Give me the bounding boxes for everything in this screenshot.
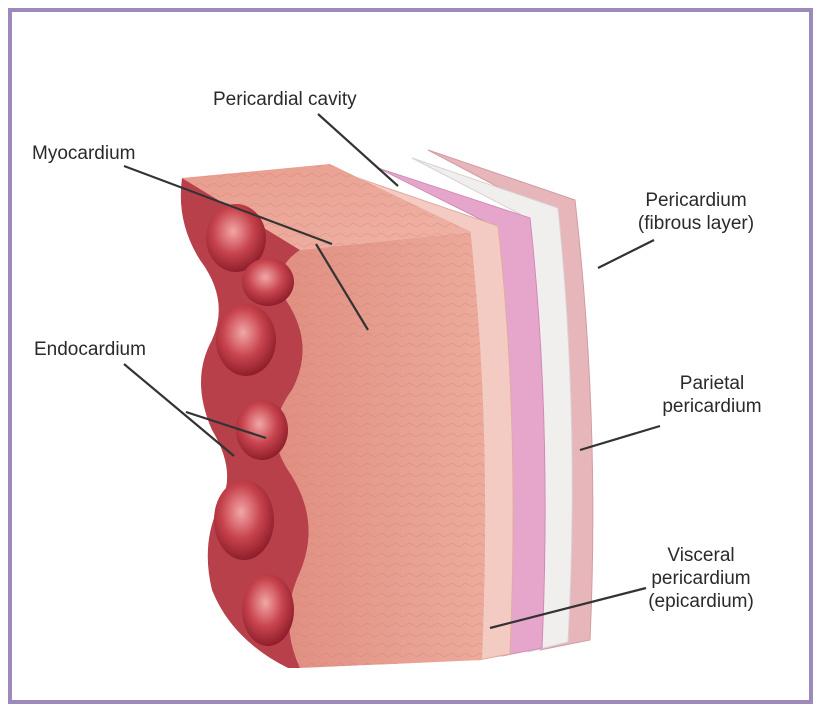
endocardium-bulge-2 (242, 258, 294, 306)
label-visceral-line2: pericardium (626, 567, 776, 590)
endocardium-bulge-5 (214, 480, 274, 560)
label-parietal-line1: Parietal (640, 372, 784, 395)
label-pericardium-line2: (fibrous layer) (616, 212, 776, 235)
endocardium-bulge-6 (242, 574, 294, 646)
label-pericardium-line1: Pericardium (616, 189, 776, 212)
label-pericardium-fibrous: Pericardium (fibrous layer) (616, 189, 776, 235)
label-myocardium: Myocardium (32, 142, 135, 165)
endocardium-bulge-3 (216, 304, 276, 376)
label-parietal-pericardium: Parietal pericardium (640, 372, 784, 418)
label-visceral-pericardium: Visceral pericardium (epicardium) (626, 544, 776, 613)
label-endocardium: Endocardium (34, 338, 146, 361)
leader-fibrous (598, 240, 654, 268)
label-parietal-line2: pericardium (640, 395, 784, 418)
label-visceral-line3: (epicardium) (626, 590, 776, 613)
label-visceral-line1: Visceral (626, 544, 776, 567)
label-pericardial-cavity: Pericardial cavity (213, 88, 357, 111)
